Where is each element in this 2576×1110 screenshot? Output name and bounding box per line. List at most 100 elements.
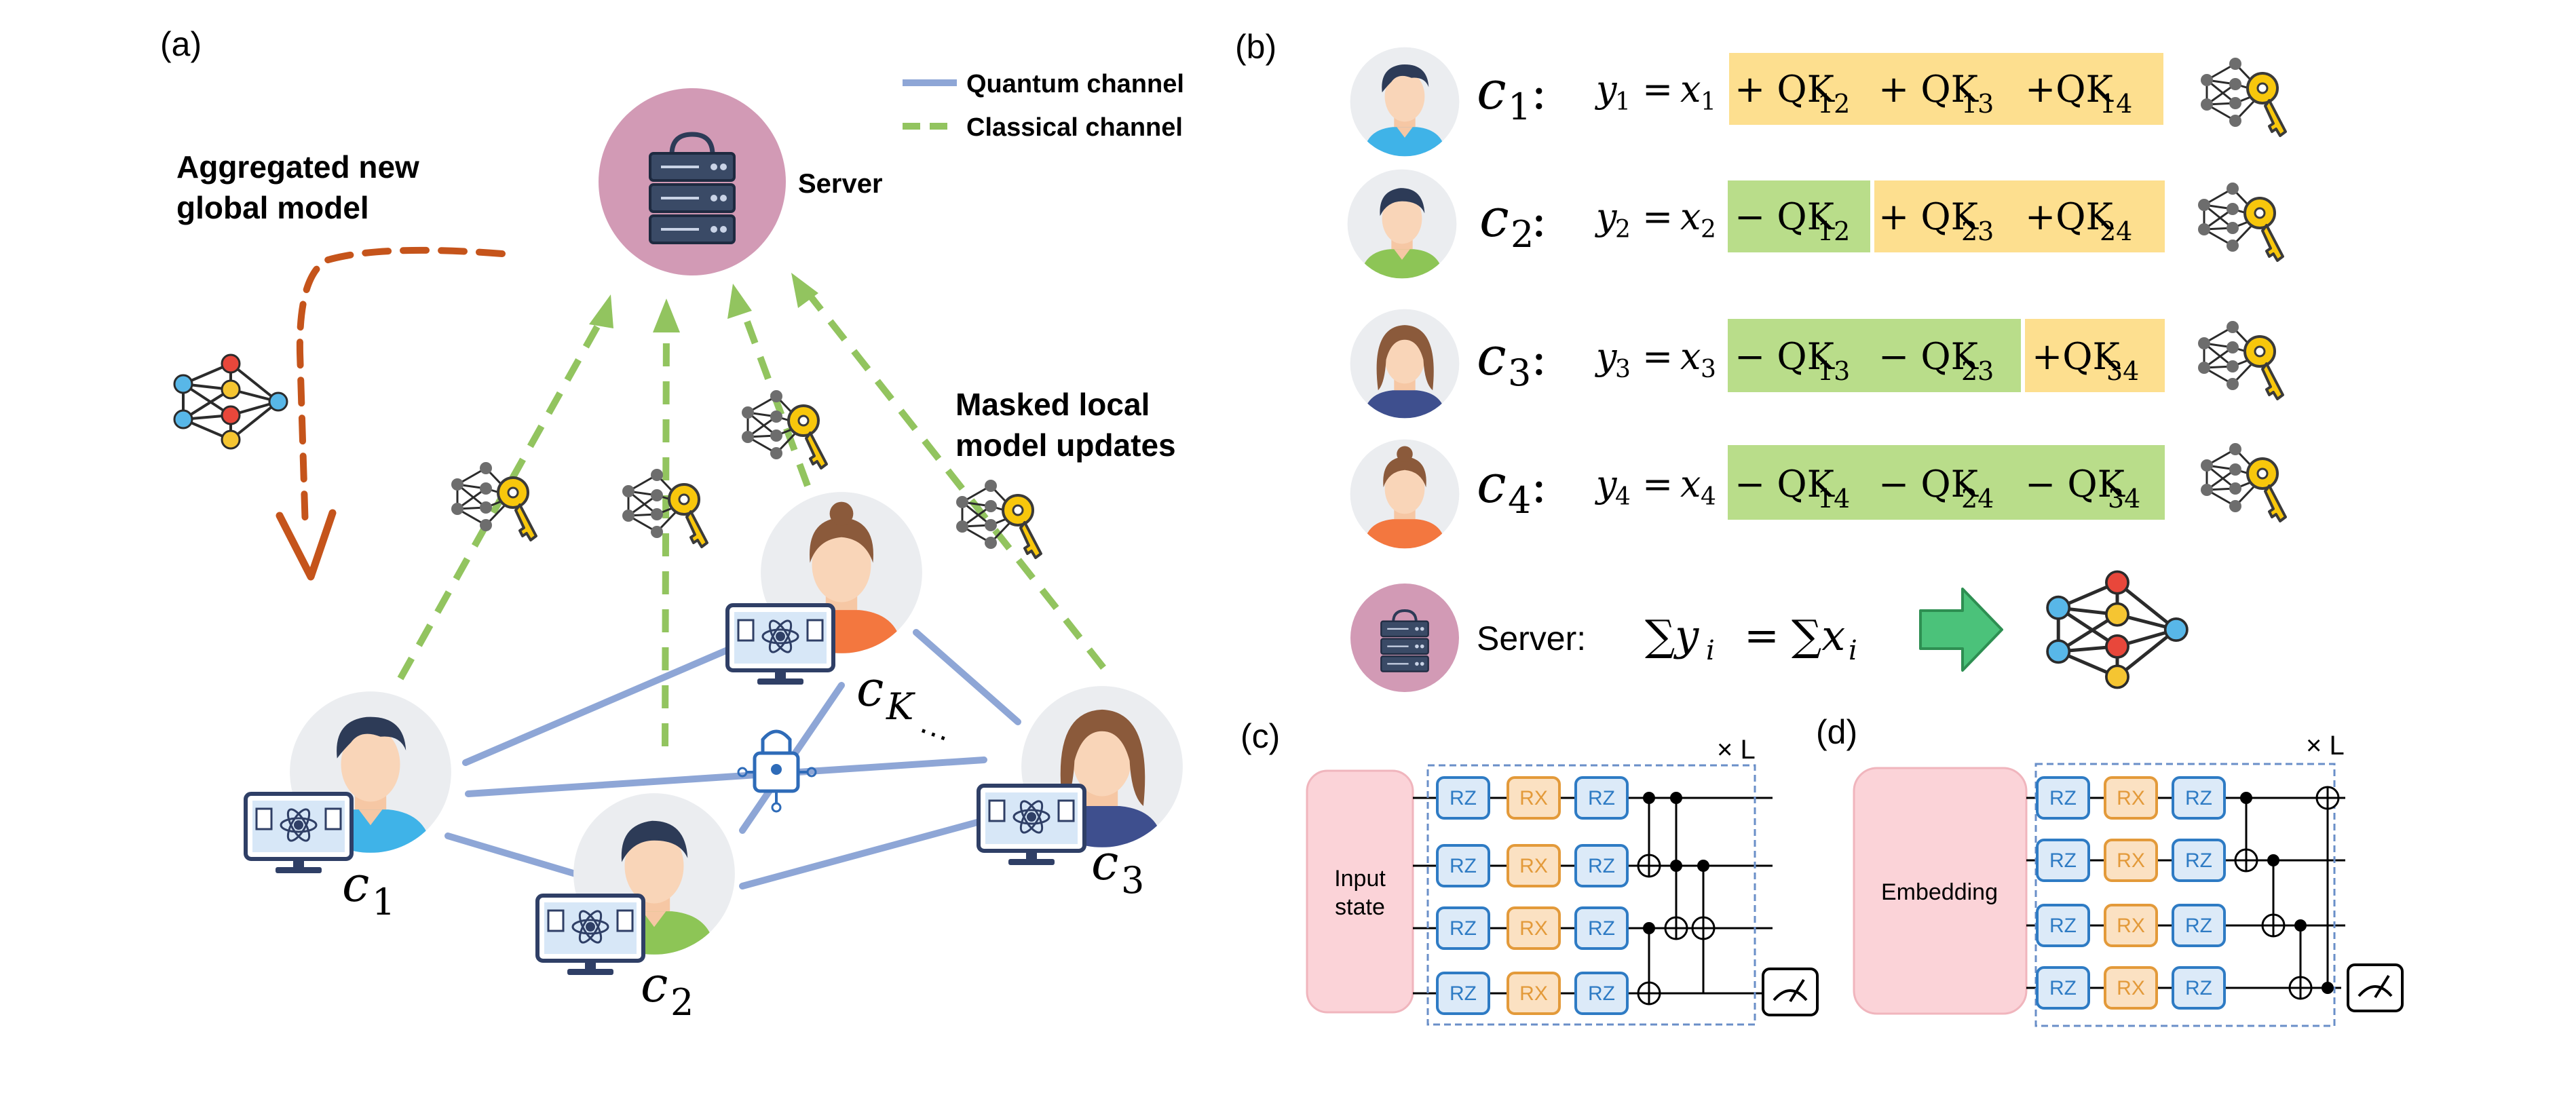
aggregation-arrow-icon (1919, 588, 2003, 672)
row4-client-avatar (1350, 440, 1460, 549)
svg-text:+QK: +QK (2025, 195, 2115, 238)
svg-text:RX: RX (2117, 977, 2145, 999)
svg-text:23: 23 (1961, 356, 1994, 386)
svg-text:2: 2 (1511, 213, 1534, 256)
svg-text:+ QK: + QK (1735, 68, 1836, 111)
row2-client-label: c 2 : (1479, 188, 1547, 256)
svg-text:y: y (1595, 195, 1618, 238)
row3-mask-box-green (1728, 319, 2021, 392)
legend-classical-label: Classical channel (966, 113, 1183, 142)
row4-client-label: c 4 : (1477, 454, 1547, 522)
paneld-layer-box (2034, 763, 2336, 1027)
panel-a: Quantum channel Classical channel Server… (173, 70, 1184, 1024)
row3-mask-box-yellow (2025, 319, 2165, 392)
svg-text:RX: RX (1519, 787, 1548, 809)
svg-text:3: 3 (1508, 351, 1531, 394)
svg-text:y: y (1595, 463, 1618, 505)
svg-text:=: = (1642, 335, 1673, 378)
svg-text:c: c (1091, 834, 1118, 891)
svg-text:23: 23 (1961, 216, 1994, 246)
row2-client-avatar (1348, 170, 1457, 279)
svg-text:3: 3 (1615, 356, 1631, 383)
client-c2-computer-icon (537, 896, 643, 975)
classical-arrowhead-c3 (791, 273, 818, 308)
svg-text:∑x: ∑x (1792, 611, 1845, 660)
svg-text:RZ: RZ (1450, 982, 1477, 1005)
svg-text:1: 1 (1701, 88, 1716, 116)
svg-text:c: c (342, 856, 369, 913)
svg-text:RZ: RZ (2049, 849, 2077, 872)
paneld-gate-col3: RZ RZ RZ RZ (2172, 776, 2226, 1010)
row3-client-label: c 3 : (1477, 326, 1547, 394)
paneld-gate-col1: RZ RZ RZ RZ (2036, 776, 2090, 1010)
svg-text:RX: RX (2117, 787, 2145, 809)
svg-text:RX: RX (1519, 982, 1548, 1005)
svg-text:1: 1 (372, 881, 395, 923)
masked-update-icon-cK (740, 389, 828, 470)
row3-key-icon (2197, 320, 2284, 400)
svg-text:4: 4 (1508, 479, 1531, 522)
row3-equation: y 3 = x 3 − QK 13 − QK 23 +QK 34 (1595, 335, 2139, 386)
aggregated-label-line2: global model (176, 190, 369, 225)
panelb-server-label: Server: (1477, 619, 1586, 657)
input-state-label-line1: Input (1334, 866, 1386, 892)
svg-text:− QK: − QK (1735, 463, 1836, 505)
svg-text:i: i (1706, 635, 1715, 666)
classical-channel-c3 (802, 286, 1106, 670)
svg-text:1: 1 (1615, 88, 1631, 116)
panelc-repeat-label: × L (1717, 735, 1756, 765)
svg-text:RZ: RZ (2185, 787, 2212, 809)
svg-text:3: 3 (1121, 859, 1144, 902)
quantum-channel-c1-c2 (444, 832, 579, 877)
svg-text::: : (1531, 64, 1547, 120)
global-model-network-icon (173, 353, 288, 450)
panelc-wires (1413, 797, 1773, 995)
row4-mask-box-green (1728, 445, 2165, 520)
paneld-gate-col2: RX RX RX RX (2104, 776, 2158, 1010)
masked-update-icon-c1 (450, 461, 537, 541)
svg-text::: : (1531, 458, 1547, 514)
svg-text:+ QK: + QK (1878, 68, 1980, 111)
svg-text:x: x (1680, 335, 1701, 378)
svg-text:c: c (1477, 60, 1507, 121)
svg-text:13: 13 (1961, 89, 1994, 119)
panelc-gate-col2: RX RX RX RX (1507, 776, 1561, 1015)
svg-text:=: = (1642, 195, 1673, 238)
panelc-cnot-ladder (1637, 792, 1716, 1006)
row3-client-avatar (1350, 309, 1460, 419)
client-label-c1: c 1 (342, 856, 395, 923)
svg-text::: : (1531, 192, 1547, 248)
quantum-channel-c1-c3 (465, 757, 987, 797)
row2-mask-box-yellow (1874, 180, 2165, 252)
paneld-cnot-ladder (2234, 786, 2340, 1000)
svg-text:RZ: RZ (1450, 855, 1477, 877)
row1-client-avatar (1350, 47, 1460, 157)
svg-text:RZ: RZ (2185, 915, 2212, 937)
classical-arrowhead-cK (727, 284, 752, 319)
quantum-channel-c2-c3 (739, 819, 981, 889)
svg-text:=: = (1642, 68, 1673, 111)
paneld-repeat-label: × L (2306, 731, 2345, 761)
svg-text:24: 24 (1961, 484, 1994, 514)
client-label-cK: c K … (856, 660, 958, 749)
svg-text:12: 12 (1817, 216, 1850, 246)
svg-text:− QK: − QK (1878, 335, 1980, 378)
classical-arrowhead-c2 (653, 299, 680, 332)
input-state-label-line2: state (1335, 894, 1385, 920)
svg-text:4: 4 (1701, 483, 1716, 511)
quantum-channel-cK-c3 (913, 629, 1021, 725)
masked-label-line2: model updates (955, 427, 1176, 463)
svg-text:+QK: +QK (2025, 68, 2115, 111)
panelb-server-circle (1350, 583, 1459, 692)
svg-text:c: c (856, 660, 884, 717)
svg-text:34: 34 (2108, 484, 2140, 514)
aggregation-equation: ∑y i = ∑x i (1645, 611, 1857, 666)
client-cK-computer-icon (727, 605, 833, 685)
svg-text:14: 14 (2100, 89, 2132, 119)
svg-text:RZ: RZ (1588, 787, 1615, 809)
svg-text:14: 14 (1817, 484, 1850, 514)
svg-text:24: 24 (2100, 216, 2132, 246)
panel-d: Embedding × L RZ RZ RZ RZ RX RX RX RX RZ… (1853, 731, 2404, 1027)
svg-text:=: = (1642, 463, 1673, 505)
